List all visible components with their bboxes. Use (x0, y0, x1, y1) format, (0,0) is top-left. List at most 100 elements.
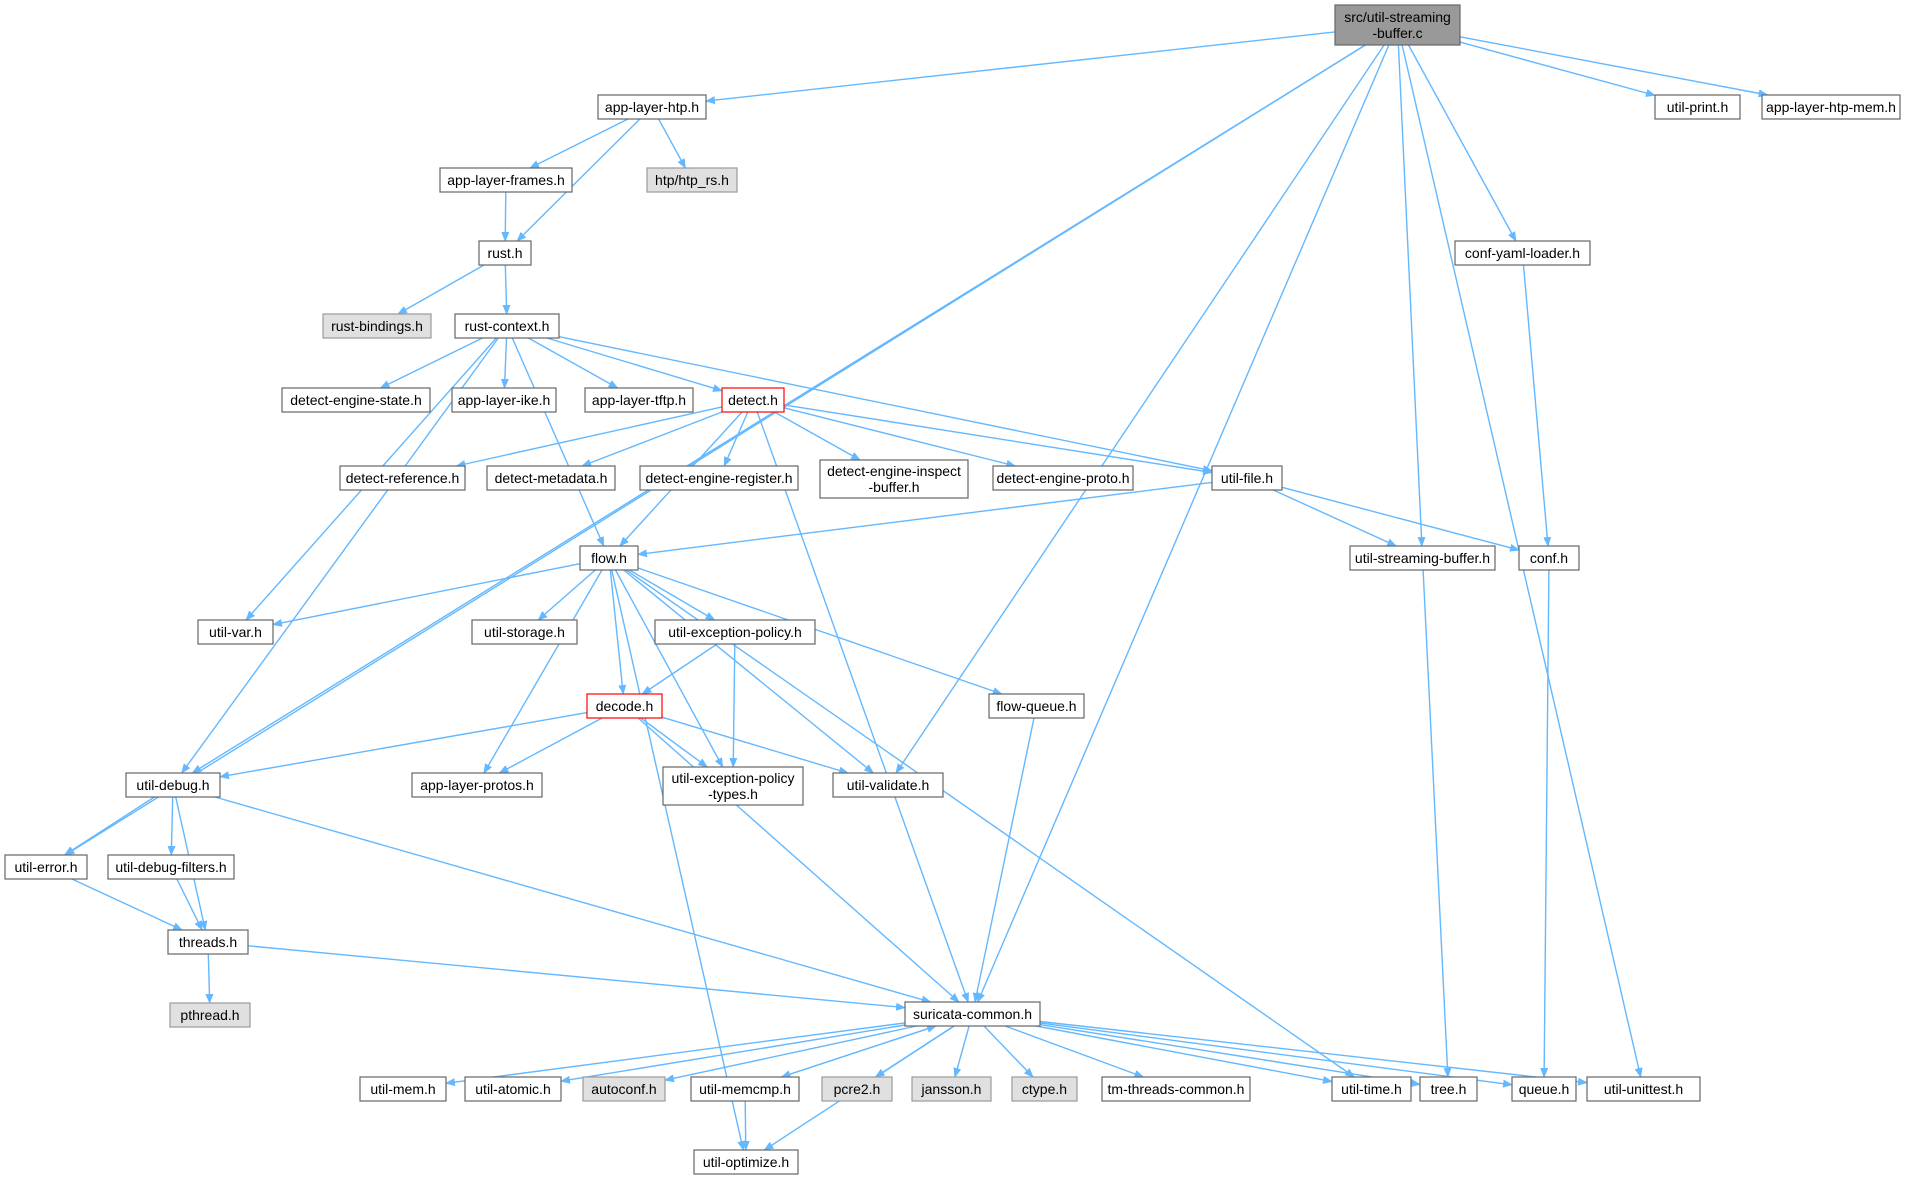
node-usb[interactable]: util-streaming-buffer.h (1349, 545, 1496, 571)
node-uatom[interactable]: util-atomic.h (464, 1076, 562, 1102)
node-htpmem[interactable]: app-layer-htp-mem.h (1761, 94, 1901, 120)
node-tmtc[interactable]: tm-threads-common.h (1101, 1076, 1251, 1102)
node-queue[interactable]: queue.h (1511, 1076, 1577, 1102)
node-utime[interactable]: util-time.h (1331, 1076, 1412, 1102)
edge-sc-to-utime (1036, 1025, 1333, 1084)
edge-flow-to-uexct (614, 569, 724, 768)
node-label: util-exception-policy.h (668, 624, 802, 640)
node-print[interactable]: util-print.h (1654, 94, 1741, 120)
edge-rustctx-to-detect (546, 337, 723, 392)
node-uerr[interactable]: util-error.h (4, 854, 88, 880)
node-label: util-file.h (1221, 470, 1273, 486)
node-box (1518, 545, 1580, 571)
edge-decode-to-alprotos (498, 717, 603, 774)
node-flow[interactable]: flow.h (579, 545, 639, 571)
node-box (579, 545, 639, 571)
edge-detect-to-dmeta (581, 411, 723, 467)
node-htp[interactable]: app-layer-htp.h (597, 94, 707, 120)
node-dreg[interactable]: detect-engine-register.h (639, 465, 799, 491)
node-label: util-atomic.h (475, 1081, 550, 1097)
node-uvar[interactable]: util-var.h (197, 619, 274, 645)
node-udebug[interactable]: util-debug.h (125, 772, 221, 798)
node-box (4, 854, 88, 880)
node-label: util-debug.h (136, 777, 209, 793)
node-jansson[interactable]: jansson.h (911, 1076, 992, 1102)
node-rust[interactable]: rust.h (478, 240, 532, 266)
node-pthread[interactable]: pthread.h (169, 1002, 251, 1028)
node-tftp[interactable]: app-layer-tftp.h (584, 387, 694, 413)
node-box (654, 619, 816, 645)
edge-root-to-uval (895, 44, 1385, 774)
node-frames[interactable]: app-layer-frames.h (439, 167, 573, 193)
node-label: util-memcmp.h (699, 1081, 791, 1097)
edge-threads-to-pthread (205, 953, 214, 1004)
node-box (167, 929, 249, 955)
edge-root-to-print (1459, 41, 1656, 97)
node-label: util-time.h (1341, 1081, 1402, 1097)
edge-frames-to-rust (501, 191, 510, 242)
node-detect[interactable]: detect.h (721, 387, 785, 413)
node-label: detect-engine-state.h (290, 392, 422, 408)
node-uopt[interactable]: util-optimize.h (693, 1149, 799, 1175)
node-box (1654, 94, 1741, 120)
node-destate[interactable]: detect-engine-state.h (281, 387, 431, 413)
node-umemcmp[interactable]: util-memcmp.h (690, 1076, 800, 1102)
edge-sc-to-uatom (560, 1024, 906, 1084)
edge-sc-to-tree (1039, 1023, 1421, 1088)
node-uexc[interactable]: util-exception-policy.h (654, 619, 816, 645)
node-sc[interactable]: suricata-common.h (904, 1001, 1041, 1027)
node-ustor[interactable]: util-storage.h (471, 619, 578, 645)
edge-rustctx-to-ike (500, 337, 509, 389)
node-tree[interactable]: tree.h (1419, 1076, 1478, 1102)
node-label: util-unittest.h (1604, 1081, 1683, 1097)
node-autoconf[interactable]: autoconf.h (582, 1076, 666, 1102)
node-label: util-optimize.h (703, 1154, 789, 1170)
node-label: app-layer-htp.h (605, 99, 699, 115)
node-threads[interactable]: threads.h (167, 929, 249, 955)
node-box (339, 465, 466, 491)
node-conf[interactable]: conf.h (1518, 545, 1580, 571)
edge-sc-to-queue (1039, 1022, 1513, 1088)
node-label: util-debug-filters.h (115, 859, 226, 875)
node-box (904, 1001, 1041, 1027)
node-root[interactable]: src/util-streaming-buffer.c (1334, 4, 1461, 46)
node-box (125, 772, 221, 798)
node-htprs[interactable]: htp/htp_rs.h (646, 167, 738, 193)
node-dproto[interactable]: detect-engine-proto.h (992, 465, 1134, 491)
edge-root-to-htp (705, 31, 1336, 105)
node-uexct[interactable]: util-exception-policy-types.h (662, 766, 804, 806)
node-box (832, 772, 944, 798)
node-ufile[interactable]: util-file.h (1211, 465, 1283, 491)
edge-sc-to-umem (445, 1022, 906, 1087)
node-box (1454, 240, 1591, 266)
edge-root-to-htpmem (1459, 36, 1769, 98)
node-dmeta[interactable]: detect-metadata.h (486, 465, 616, 491)
node-pcre2[interactable]: pcre2.h (821, 1076, 893, 1102)
node-label: detect-engine-register.h (645, 470, 792, 486)
edge-udebug-to-uerr (63, 796, 155, 856)
edge-decode-to-uexct (640, 717, 709, 768)
edge-flow-to-alprotos (483, 569, 603, 774)
edge-umemcmp-to-sc (781, 1025, 938, 1078)
node-rustctx[interactable]: rust-context.h (454, 313, 560, 339)
node-dref[interactable]: detect-reference.h (339, 465, 466, 491)
node-label: app-layer-ike.h (458, 392, 551, 408)
node-box (646, 167, 738, 193)
node-udf[interactable]: util-debug-filters.h (107, 854, 235, 880)
node-umem[interactable]: util-mem.h (359, 1076, 447, 1102)
node-uval[interactable]: util-validate.h (832, 772, 944, 798)
node-dinsp[interactable]: detect-engine-inspect-buffer.h (819, 459, 969, 499)
edge-sc-to-uunit (1039, 1020, 1588, 1086)
node-alprotos[interactable]: app-layer-protos.h (411, 772, 543, 798)
node-label: tm-threads-common.h (1108, 1081, 1245, 1097)
node-label: detect-engine-proto.h (996, 470, 1129, 486)
node-uunit[interactable]: util-unittest.h (1586, 1076, 1701, 1102)
edge-fqueue-to-sc (972, 717, 1035, 1003)
node-ike[interactable]: app-layer-ike.h (451, 387, 557, 413)
node-fqueue[interactable]: flow-queue.h (988, 693, 1085, 719)
node-rustbind[interactable]: rust-bindings.h (322, 313, 432, 339)
node-decode[interactable]: decode.h (586, 693, 663, 719)
node-confyaml[interactable]: conf-yaml-loader.h (1454, 240, 1591, 266)
edge-sc-to-jansson (953, 1025, 970, 1078)
node-ctype[interactable]: ctype.h (1011, 1076, 1078, 1102)
